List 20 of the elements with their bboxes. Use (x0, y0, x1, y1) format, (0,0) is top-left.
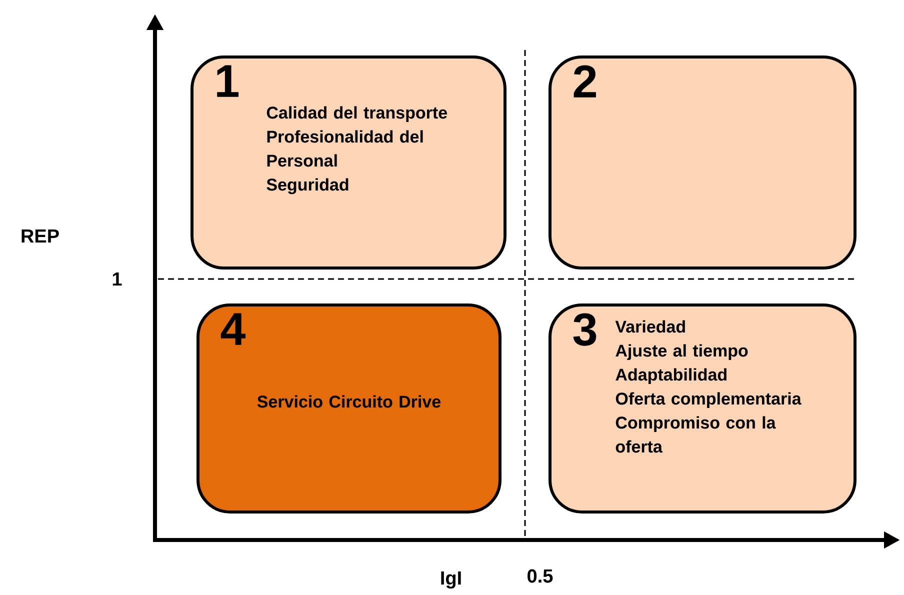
quadrant-number: 3 (573, 313, 596, 346)
quadrant-text: Servicio Circuito Drive (257, 395, 441, 408)
quadrant-text: Calidad del transporte Profesionalidad del Personal Seguridad (266, 106, 447, 194)
node-label: Compromiso con la oferta (616, 416, 776, 453)
quadrant-number: 1 (217, 65, 239, 97)
axis-label: IgI (441, 571, 461, 589)
quadrant-box (196, 304, 502, 514)
tick-label: 0.5 (528, 569, 553, 583)
node-label: Oferta complementaria (616, 392, 802, 408)
node-label: Adaptabilidad (616, 368, 726, 384)
node-label: Variedad (615, 320, 685, 333)
quadrant-number: 4 (220, 313, 246, 345)
tick-label: 1 (112, 272, 122, 286)
quadrant-number: 2 (574, 65, 596, 98)
node-label: Ajuste al tiempo (616, 344, 748, 360)
quadrant-box (548, 56, 856, 270)
quadrant-box (548, 304, 856, 514)
axis-label: REP (22, 229, 59, 243)
quadrant-box (190, 56, 506, 270)
quadrant-text: Variedad Ajuste al tiempo Adaptabilidad Oferta complementaria Compromiso con la oferta (615, 320, 802, 453)
